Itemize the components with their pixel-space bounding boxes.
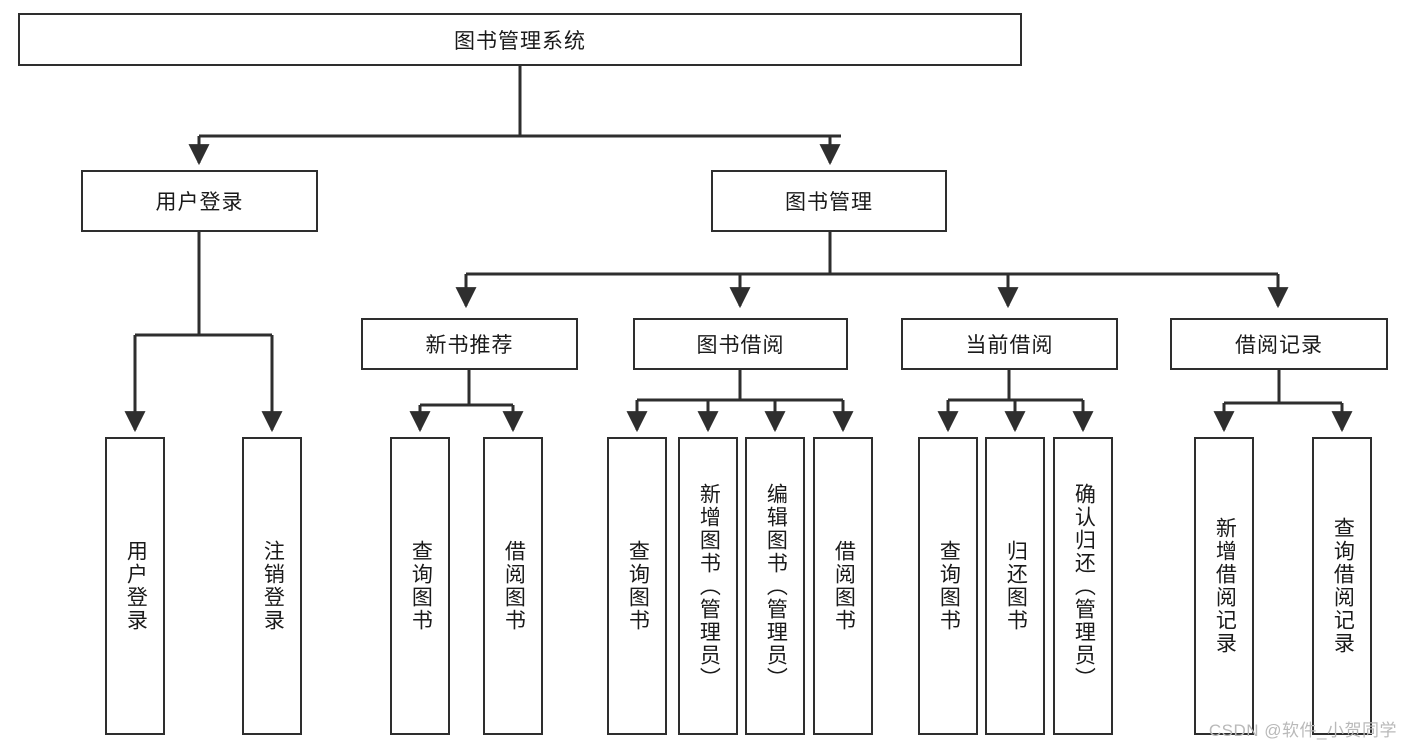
node-root-label: 图书管理系统 bbox=[454, 29, 586, 53]
node-leaf-add-book-label: 新增图书（管理员） bbox=[697, 482, 721, 690]
node-user-login-label: 用户登录 bbox=[155, 191, 244, 214]
watermark-text: CSDN @软件_小贺同学 bbox=[1208, 721, 1397, 740]
node-leaf-confirm-return[interactable]: 确认归还（管理员） bbox=[1053, 437, 1113, 735]
node-current-borrow-label: 当前借阅 bbox=[965, 334, 1054, 357]
node-leaf-return-book[interactable]: 归还图书 bbox=[985, 437, 1045, 735]
node-leaf-add-book[interactable]: 新增图书（管理员） bbox=[678, 437, 738, 735]
node-leaf-borrow-book-1-label: 借阅图书 bbox=[502, 540, 526, 632]
node-leaf-query-book-2[interactable]: 查询图书 bbox=[607, 437, 667, 735]
node-leaf-add-record[interactable]: 新增借阅记录 bbox=[1194, 437, 1254, 735]
node-leaf-query-book-2-label: 查询图书 bbox=[626, 540, 650, 632]
node-leaf-user-login[interactable]: 用户登录 bbox=[105, 437, 165, 735]
node-book-borrow[interactable]: 图书借阅 bbox=[633, 318, 848, 370]
node-leaf-return-book-label: 归还图书 bbox=[1004, 540, 1028, 632]
node-user-login[interactable]: 用户登录 bbox=[81, 170, 318, 232]
node-leaf-logout-login[interactable]: 注销登录 bbox=[242, 437, 302, 735]
node-leaf-user-login-label: 用户登录 bbox=[124, 540, 148, 632]
node-leaf-query-book-1-label: 查询图书 bbox=[409, 540, 433, 632]
node-leaf-borrow-book-2[interactable]: 借阅图书 bbox=[813, 437, 873, 735]
node-book-management-label: 图书管理 bbox=[785, 191, 873, 214]
node-leaf-query-book-1[interactable]: 查询图书 bbox=[390, 437, 450, 735]
node-leaf-query-book-3[interactable]: 查询图书 bbox=[918, 437, 978, 735]
node-current-borrow[interactable]: 当前借阅 bbox=[901, 318, 1118, 370]
node-borrow-record[interactable]: 借阅记录 bbox=[1170, 318, 1388, 370]
node-root[interactable]: 图书管理系统 bbox=[18, 13, 1022, 66]
node-leaf-confirm-return-label: 确认归还（管理员） bbox=[1072, 482, 1096, 690]
node-new-book-recommend-label: 新书推荐 bbox=[425, 334, 514, 357]
node-leaf-borrow-book-1[interactable]: 借阅图书 bbox=[483, 437, 543, 735]
node-leaf-add-record-label: 新增借阅记录 bbox=[1213, 517, 1237, 655]
node-leaf-edit-book[interactable]: 编辑图书（管理员） bbox=[745, 437, 805, 735]
node-leaf-query-record-label: 查询借阅记录 bbox=[1331, 517, 1355, 655]
node-book-borrow-label: 图书借阅 bbox=[696, 334, 785, 357]
node-leaf-edit-book-label: 编辑图书（管理员） bbox=[764, 482, 788, 690]
node-borrow-record-label: 借阅记录 bbox=[1235, 334, 1323, 357]
node-leaf-query-book-3-label: 查询图书 bbox=[937, 540, 961, 632]
node-book-management[interactable]: 图书管理 bbox=[711, 170, 947, 232]
node-leaf-query-record[interactable]: 查询借阅记录 bbox=[1312, 437, 1372, 735]
node-new-book-recommend[interactable]: 新书推荐 bbox=[361, 318, 578, 370]
node-leaf-logout-login-label: 注销登录 bbox=[261, 540, 285, 632]
node-leaf-borrow-book-2-label: 借阅图书 bbox=[832, 540, 856, 632]
